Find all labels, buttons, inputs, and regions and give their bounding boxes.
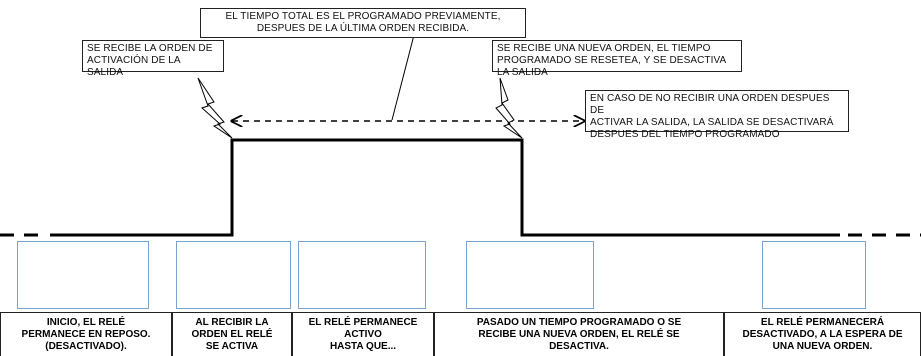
new-order-callout: SE RECIBE UNA NUEVA ORDEN, EL TIEMPO PRO…: [492, 40, 742, 78]
callout-line: DESPUES DEL TIEMPO PROGRAMADO: [590, 129, 780, 140]
caption-activate: AL RECIBIR LA ORDEN EL RELÉ SE ACTIVA: [172, 312, 292, 356]
lightning-icon: [197, 77, 233, 139]
caption-line: INICIO, EL RELÉ: [46, 317, 126, 328]
caption-line: RECIBE UNA NUEVA ORDEN, EL RELÉ SE: [478, 329, 680, 340]
callout-line: SE RECIBE UNA NUEVA ORDEN, EL TIEMPO: [497, 43, 711, 54]
callout-line: ACTIVAR LA SALIDA, LA SALIDA SE DESACTIV…: [590, 117, 834, 128]
callout-line: ACTIVACIÓN DE LA SALIDA: [87, 55, 181, 78]
caption-line: (DESACTIVADO).: [45, 341, 127, 352]
caption-line: PASADO UN TIEMPO PROGRAMADO O SE: [476, 317, 682, 328]
callout-pointer: [391, 34, 415, 121]
caption-line: EL RELÉ PERMANECE: [308, 317, 418, 328]
callout-line: DESPUES DE LA ÚLTIMA ORDEN RECIBIDA.: [256, 23, 470, 34]
relay-panel-waiting: [762, 241, 866, 309]
caption-line: DESACTIVADO, A LA ESPERA DE: [742, 329, 903, 340]
caption-line: EL RELÉ PERMANECERÁ: [760, 317, 885, 328]
caption-line: DESACTIVA.: [549, 341, 609, 352]
relay-panel-activate: [176, 241, 291, 309]
relay-panel-deactivate: [466, 241, 594, 309]
no-order-callout: EN CASO DE NO RECIBIR UNA ORDEN DESPUES …: [585, 90, 849, 140]
activation-order-callout: SE RECIBE LA ORDEN DE ACTIVACIÓN DE LA S…: [82, 40, 224, 78]
lightning-icon: [495, 77, 523, 139]
callout-line: PROGRAMADO SE RESETEA, Y SE DESACTIVA LA…: [497, 55, 726, 78]
relay-panel-rest: [17, 241, 149, 309]
caption-line: SE ACTIVA: [205, 341, 259, 352]
callout-line: EN CASO DE NO RECIBIR UNA ORDEN DESPUES …: [590, 93, 830, 116]
relay-panel-active: [298, 241, 426, 309]
caption-deactivate: PASADO UN TIEMPO PROGRAMADO O SE RECIBE …: [434, 312, 724, 356]
caption-line: ORDEN EL RELÉ: [191, 329, 273, 340]
output-signal-pulse: [50, 138, 840, 237]
callout-line: SE RECIBE LA ORDEN DE: [87, 43, 213, 54]
caption-line: UNA NUEVA ORDEN.: [772, 341, 873, 352]
caption-line: PERMANECE EN REPOSO.: [21, 329, 151, 340]
caption-line: AL RECIBIR LA: [195, 317, 269, 328]
total-time-callout: EL TIEMPO TOTAL ES EL PROGRAMADO PREVIAM…: [200, 8, 526, 38]
caption-line: HASTA QUE...: [329, 341, 397, 352]
caption-line: ACTIVO: [344, 329, 382, 340]
caption-active: EL RELÉ PERMANECE ACTIVO HASTA QUE...: [292, 312, 434, 356]
caption-waiting: EL RELÉ PERMANECERÁ DESACTIVADO, A LA ES…: [724, 312, 921, 356]
caption-rest: INICIO, EL RELÉ PERMANECE EN REPOSO. (DE…: [0, 312, 172, 356]
callout-line: EL TIEMPO TOTAL ES EL PROGRAMADO PREVIAM…: [225, 11, 501, 22]
